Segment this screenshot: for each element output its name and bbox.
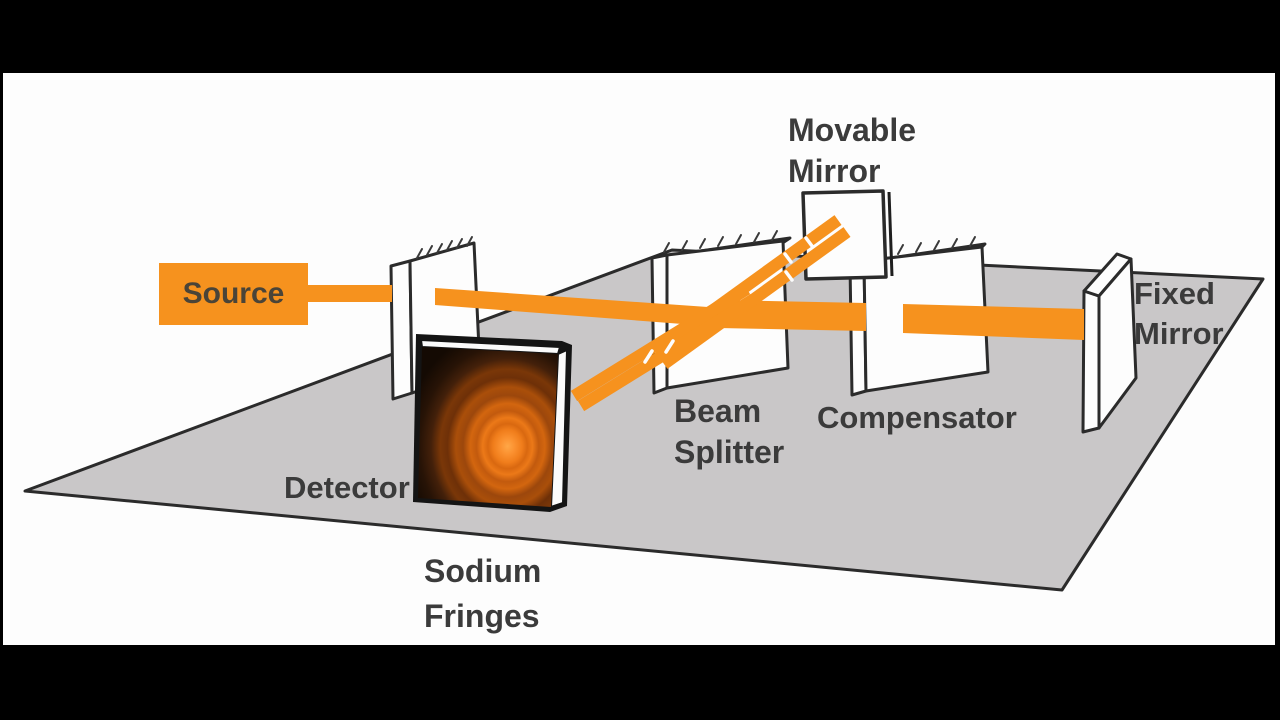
movable-mirror-label: Movable Mirror (788, 112, 917, 189)
source-label: Source (182, 277, 285, 310)
compensator-to-fixed-mirror-beam (903, 304, 1084, 340)
beam-splitter-label: Beam Splitter (674, 393, 785, 470)
fixed-mirror-label: Fixed Mirror (1134, 276, 1224, 351)
fixed-mirror-panel (1081, 252, 1138, 434)
input-plate-hatching (416, 236, 473, 259)
detector-label: Detector (284, 470, 410, 505)
beam-direction-dashes (643, 236, 814, 364)
source-beam (308, 285, 392, 302)
sodium-fringes-label: Sodium Fringes (424, 553, 542, 634)
detector-beam-1 (570, 283, 751, 402)
compensator-label: Compensator (817, 400, 1017, 435)
light-beams (308, 215, 1084, 412)
detector-screen (413, 334, 572, 512)
beam-splitter-hatching (663, 230, 778, 253)
source-box: Source (159, 263, 308, 325)
source-beam-after-plate (435, 288, 722, 327)
splitter-to-compensator-beam (718, 300, 866, 331)
sodium-fringe-pattern (418, 347, 558, 507)
